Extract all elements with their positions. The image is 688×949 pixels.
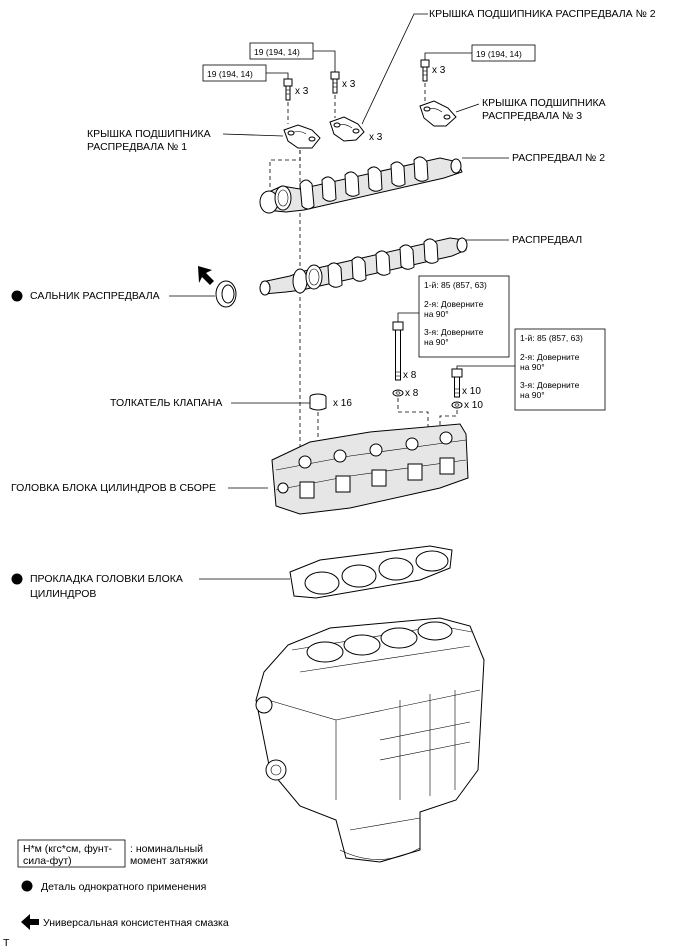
cylinder-head-assembly-icon [271, 423, 469, 515]
long-bolt-washer-icon [392, 389, 404, 397]
cap2-torque-leader [313, 50, 336, 72]
spec-box-a-frame [418, 275, 510, 358]
legend-non-reusable-bullet-icon [21, 880, 33, 892]
long-bolt-guide-dash [397, 398, 429, 428]
camshaft-2-label: РАСПРЕДВАЛ № 2 [512, 152, 605, 164]
valve-lifter-count: x 16 [333, 398, 352, 409]
cap1-bolt-icon [283, 78, 293, 101]
head-bolt-spec-box-b: 1-й: 85 (857, 63) 2-я: Доверните на 90° … [456, 328, 606, 411]
long-washer-count: x 8 [405, 388, 419, 399]
cap2-leader-line [361, 13, 428, 125]
spec-box-b-frame [514, 328, 606, 411]
camshaft-label: РАСПРЕДВАЛ [512, 234, 582, 246]
cylinder-head-label-group: ГОЛОВКА БЛОКА ЦИЛИНДРОВ В СБОРЕ [11, 482, 268, 494]
head-gasket-label-line2: ЦИЛИНДРОВ [30, 588, 96, 600]
cap1-leader-line [222, 133, 284, 137]
oil-seal-label: САЛЬНИК РАСПРЕДВАЛА [30, 290, 160, 302]
cap2-bolt-count: x 3 [342, 79, 356, 90]
legend-unit-line2: сила-фут) [23, 855, 72, 867]
camshaft-2-icon [259, 156, 463, 214]
camshaft-bearing-cap-1-icon [283, 124, 321, 149]
head-bolt-spec-box-a: 1-й: 85 (857, 63) 2-я: Доверните на 90° … [397, 275, 510, 358]
short-head-bolt-icon [451, 368, 463, 398]
camshaft-bearing-cap-2-icon [329, 116, 365, 142]
cap3-torque-leader [424, 52, 472, 60]
spec-box-a-leader [397, 312, 419, 322]
legend-non-reusable-text: Деталь однократного применения [41, 881, 206, 893]
cap3-leader-line [455, 103, 480, 113]
valve-lifter-label: ТОЛКАТЕЛЬ КЛАПАНА [110, 397, 222, 409]
cylinder-head-label: ГОЛОВКА БЛОКА ЦИЛИНДРОВ В СБОРЕ [11, 482, 216, 494]
legend-unit-line1: Н*м (кгс*см, фунт- [23, 843, 113, 855]
spec-box-a-line3a: 3-я: Доверните [424, 327, 484, 337]
cap3-torque-box: 19 (194, 14) [424, 44, 536, 62]
legend-non-reusable: Деталь однократного применения [21, 880, 206, 893]
cap1-bolt-count: x 3 [295, 86, 309, 97]
cap3-torque-value: 19 (194, 14) [476, 49, 522, 59]
camshaft-bearing-cap-2-label-group: КРЫШКА ПОДШИПНИКА РАСПРЕДВАЛА № 2 [361, 8, 656, 125]
short-washer-count: x 10 [464, 400, 483, 411]
legend-unit-desc-line1: : номинальный [130, 843, 203, 855]
spec-box-a-line1: 1-й: 85 (857, 63) [424, 280, 487, 290]
camshaft-bearing-cap-1-label-group: КРЫШКА ПОДШИПНИКА РАСПРЕДВАЛА № 1 [87, 128, 284, 153]
legend-grease-arrow-icon [21, 914, 39, 930]
cap2-bolt-icon [330, 71, 340, 94]
footer-mark: T [3, 937, 10, 949]
valve-lifter-icon [309, 393, 327, 411]
camshaft-bearing-cap-1-label-line2: РАСПРЕДВАЛА № 1 [87, 141, 187, 153]
camshaft-bearing-cap-2-label: КРЫШКА ПОДШИПНИКА РАСПРЕДВАЛА № 2 [429, 8, 656, 20]
spec-box-a-line2b: на 90° [424, 309, 449, 319]
spec-box-a-line2a: 2-я: Доверните [424, 299, 484, 309]
long-bolt-count: x 8 [403, 370, 417, 381]
legend-torque-unit-frame [17, 839, 126, 868]
camshaft-2-label-group: РАСПРЕДВАЛ № 2 [462, 152, 605, 164]
cap2-torque-box: 19 (194, 14) [249, 42, 336, 72]
grease-arrow-icon [198, 266, 214, 285]
spec-box-b-line2b: на 90° [520, 362, 545, 372]
short-bolt-count: x 10 [462, 386, 481, 397]
cap1-torque-leader [266, 72, 289, 79]
cap1-torque-box: 19 (194, 14) [202, 64, 289, 82]
spec-box-a-line3b: на 90° [424, 337, 449, 347]
cap2-torque-value: 19 (194, 14) [254, 47, 300, 57]
legend-grease: Универсальная консистентная смазка [21, 914, 229, 930]
cap1-torque-value: 19 (194, 14) [207, 69, 253, 79]
non-reusable-bullet-icon [11, 290, 23, 302]
head-gasket-label-group: ПРОКЛАДКА ГОЛОВКИ БЛОКА ЦИЛИНДРОВ [11, 573, 290, 600]
short-bolt-guide-dash [439, 410, 458, 428]
short-bolt-washer-icon [451, 401, 463, 409]
oil-seal-label-group: САЛЬНИК РАСПРЕДВАЛА [11, 290, 215, 302]
legend-torque-unit: Н*м (кгс*см, фунт- сила-фут) : номинальн… [17, 839, 208, 868]
spec-box-b-line1: 1-й: 85 (857, 63) [520, 333, 583, 343]
engine-block-icon [255, 617, 485, 863]
long-head-bolt-icon [392, 321, 404, 381]
spec-box-b-leader [456, 365, 515, 369]
valve-lifter-label-group: ТОЛКАТЕЛЬ КЛАПАНА [110, 397, 310, 409]
cap2-cap-count: x 3 [369, 132, 383, 143]
spec-box-b-line2a: 2-я: Доверните [520, 352, 580, 362]
camshaft-icon [259, 237, 468, 296]
gasket-non-reusable-bullet-icon [11, 573, 23, 585]
camshaft-bearing-cap-3-label-line1: КРЫШКА ПОДШИПНИКА [482, 97, 606, 109]
camshaft-bearing-cap-3-label-group: КРЫШКА ПОДШИПНИКА РАСПРЕДВАЛА № 3 [455, 97, 606, 122]
legend-unit-desc-line2: момент затяжки [130, 855, 208, 867]
camshaft-label-group: РАСПРЕДВАЛ [466, 234, 582, 246]
cylinder-head-gasket-icon [289, 545, 453, 599]
cap1-guide-dash [269, 150, 301, 190]
cap3-bolt-icon [420, 59, 430, 82]
camshaft-bearing-cap-3-icon [419, 100, 457, 127]
cap3-bolt-count: x 3 [432, 65, 446, 76]
camshaft-oil-seal-icon [215, 280, 237, 308]
camshaft-bearing-cap-1-label-line1: КРЫШКА ПОДШИПНИКА [87, 128, 211, 140]
spec-box-b-line3a: 3-я: Доверните [520, 380, 580, 390]
head-gasket-label-line1: ПРОКЛАДКА ГОЛОВКИ БЛОКА [30, 573, 183, 585]
camshaft-bearing-cap-3-label-line2: РАСПРЕДВАЛА № 3 [482, 110, 582, 122]
spec-box-b-line3b: на 90° [520, 390, 545, 400]
legend-grease-text: Универсальная консистентная смазка [43, 917, 229, 929]
